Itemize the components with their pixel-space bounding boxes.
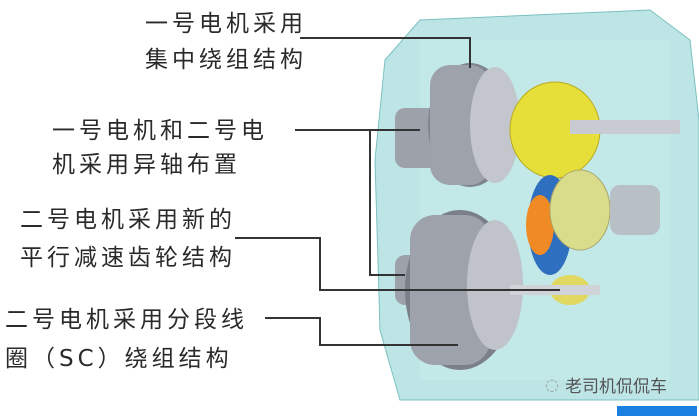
leader-lines bbox=[235, 37, 560, 346]
label-layout-line1: 一号电机和二号电 bbox=[52, 118, 268, 144]
label-motor1-line2: 集中绕组结构 bbox=[145, 47, 307, 73]
watermark-text: 老司机侃侃车 bbox=[564, 377, 667, 397]
orange-gear bbox=[526, 195, 554, 255]
label-layout-line2: 机采用异轴布置 bbox=[52, 152, 241, 178]
label-gear-line2: 平行减速齿轮结构 bbox=[20, 245, 236, 271]
wechat-icon: ◌ bbox=[545, 375, 559, 394]
motor-1 bbox=[395, 63, 520, 187]
label-winding-line2: 圈（SC）绕组结构 bbox=[5, 346, 233, 372]
label-gear-line1: 二号电机采用新的 bbox=[20, 207, 236, 233]
output-shaft bbox=[570, 120, 680, 134]
watermark: ◌ 老司机侃侃车 bbox=[545, 372, 667, 397]
label-motor1-line1: 一号电机采用 bbox=[145, 11, 307, 37]
differential-gear bbox=[549, 169, 611, 251]
label-winding-line1: 二号电机采用分段线 bbox=[5, 307, 248, 333]
corner-button[interactable] bbox=[617, 406, 697, 416]
